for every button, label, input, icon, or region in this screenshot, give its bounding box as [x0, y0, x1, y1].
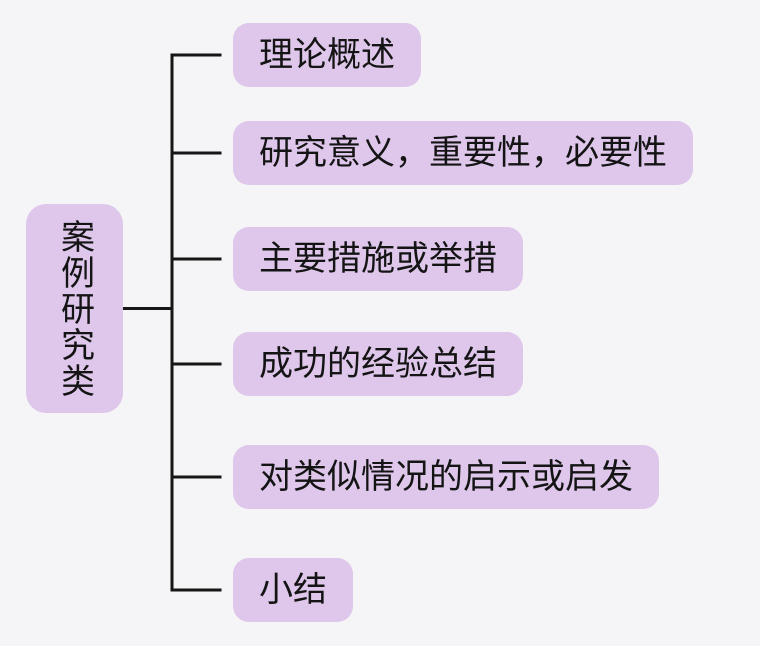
- branch-node-6-label: 小结: [259, 571, 327, 609]
- root-node-label: 案例研究类: [55, 218, 94, 399]
- root-node[interactable]: 案例研究类: [26, 204, 123, 413]
- branch-node-2[interactable]: 研究意义，重要性，必要性: [233, 121, 693, 185]
- branch-node-5-label: 对类似情况的启示或启发: [259, 458, 633, 496]
- branch-node-4-label: 成功的经验总结: [259, 345, 497, 383]
- branch-node-1[interactable]: 理论概述: [233, 23, 421, 87]
- branch-node-2-label: 研究意义，重要性，必要性: [259, 134, 667, 172]
- branch-node-3-label: 主要措施或举措: [259, 240, 497, 278]
- branch-node-3[interactable]: 主要措施或举措: [233, 227, 523, 291]
- branch-node-5[interactable]: 对类似情况的启示或启发: [233, 445, 659, 509]
- branch-node-1-label: 理论概述: [259, 36, 395, 74]
- branch-node-4[interactable]: 成功的经验总结: [233, 332, 523, 396]
- branch-node-6[interactable]: 小结: [233, 558, 353, 622]
